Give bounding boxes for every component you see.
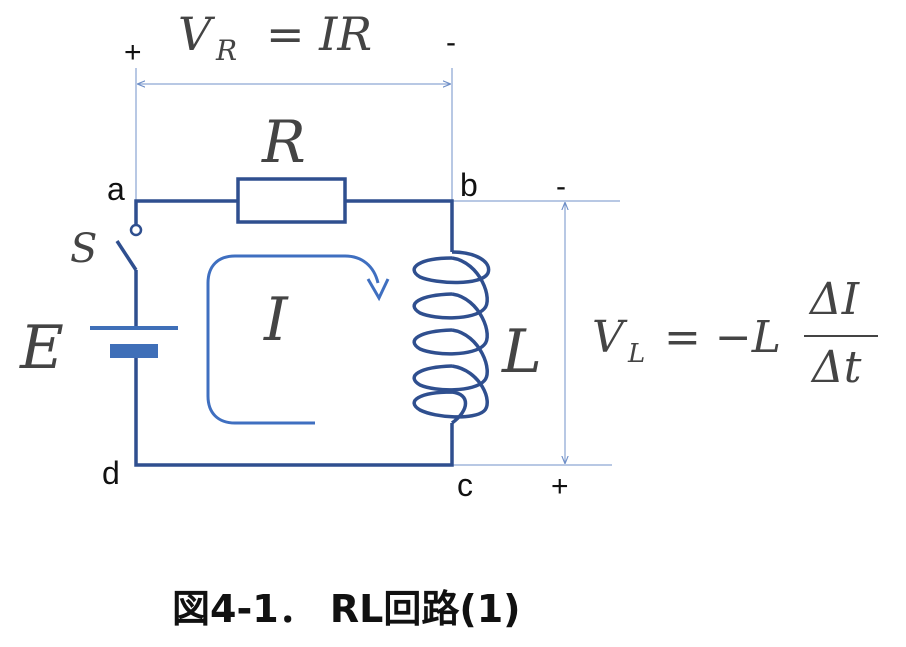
- switch-blade: [115, 240, 138, 271]
- equation-vr: V R = IR: [178, 7, 372, 67]
- node-label-b: b: [460, 167, 478, 203]
- circuit-wires: [134, 199, 454, 467]
- switch-label: S: [70, 226, 97, 272]
- equation-vl-rhs: = −L: [664, 312, 781, 363]
- polarity-minus-right: -: [556, 170, 566, 203]
- coil-turn-4: [412, 328, 489, 392]
- coil-turn-3: [412, 292, 489, 356]
- vl-dimension: [452, 200, 620, 466]
- switch: [115, 223, 143, 271]
- equation-vr-rhs: = IR: [266, 7, 372, 61]
- wire-inductor-c-d: [134, 358, 454, 467]
- current-label: I: [263, 285, 289, 355]
- vr-dimension: [135, 68, 453, 200]
- polarity-plus-right: +: [551, 470, 569, 503]
- equation-vl-denominator: Δt: [810, 342, 862, 393]
- wire-a-to-resistor: [134, 199, 238, 228]
- current-arrowhead: [366, 278, 390, 302]
- current-loop-path: [206, 254, 380, 425]
- coil-turn-2: [412, 256, 489, 320]
- current-arrow: [206, 254, 390, 425]
- coil-turn-5: [412, 364, 489, 425]
- node-label-d: d: [102, 455, 120, 491]
- figure-caption: 図4-1． RL回路(1): [172, 587, 521, 631]
- node-label-c: c: [457, 467, 473, 503]
- equation-vr-v: V: [178, 7, 216, 61]
- emf-label: E: [19, 313, 64, 383]
- equation-vl-subscript: L: [627, 339, 645, 369]
- equation-vl: V L = −L ΔI Δt: [592, 274, 878, 393]
- node-label-a: a: [107, 171, 125, 207]
- inductor-label: L: [501, 317, 542, 387]
- equation-vl-v: V: [592, 312, 628, 363]
- wire-resistor-to-inductor: [345, 199, 454, 252]
- coil-turn-1: [412, 250, 491, 285]
- resistor: [236, 177, 347, 224]
- battery-negative-plate: [110, 344, 158, 358]
- equation-vl-numerator: ΔI: [808, 274, 861, 325]
- switch-contact: [129, 223, 143, 237]
- polarity-plus-top: +: [124, 36, 142, 69]
- polarity-minus-top: -: [446, 26, 456, 59]
- resistor-label: R: [261, 108, 306, 176]
- equation-vr-subscript: R: [215, 34, 237, 67]
- inductor-coil: [412, 250, 491, 425]
- battery: [90, 326, 178, 358]
